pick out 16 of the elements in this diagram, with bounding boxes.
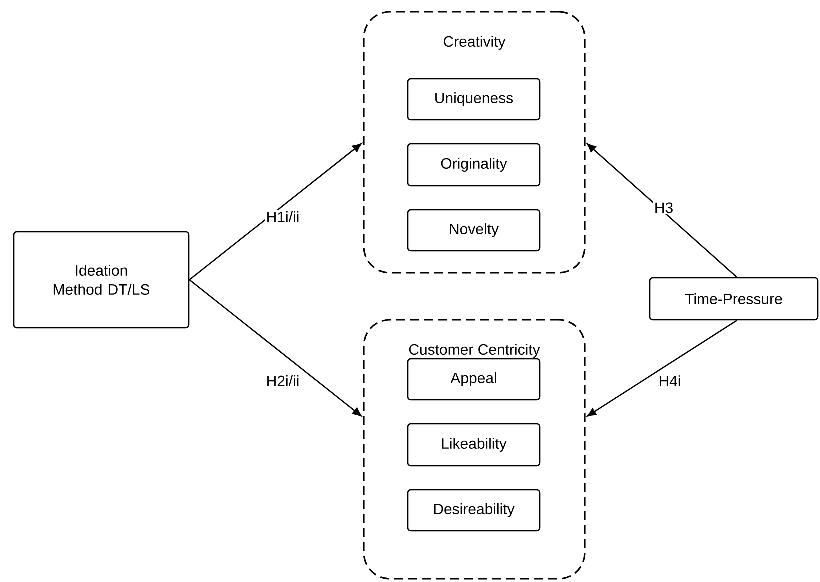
- arrow: [189, 280, 362, 417]
- edge-label: H2i/ii: [268, 376, 299, 386]
- arrow: [189, 143, 362, 281]
- process-box: Novelty: [407, 209, 541, 252]
- process-box: Desireability: [407, 489, 541, 532]
- arrow: [587, 144, 738, 278]
- arrow: [587, 320, 738, 417]
- edge-label: H1i/ii: [268, 212, 299, 222]
- process-box: Ideation Method DT/LS: [13, 231, 190, 329]
- process-box: Time-Pressure: [649, 277, 819, 321]
- edge-label: H3: [656, 202, 673, 214]
- process-box: Likeability: [407, 423, 541, 467]
- edge-label: H4i: [660, 376, 680, 386]
- process-box: Originality: [407, 143, 541, 187]
- process-box: Appeal: [407, 358, 541, 401]
- process-box: Uniqueness: [407, 78, 541, 121]
